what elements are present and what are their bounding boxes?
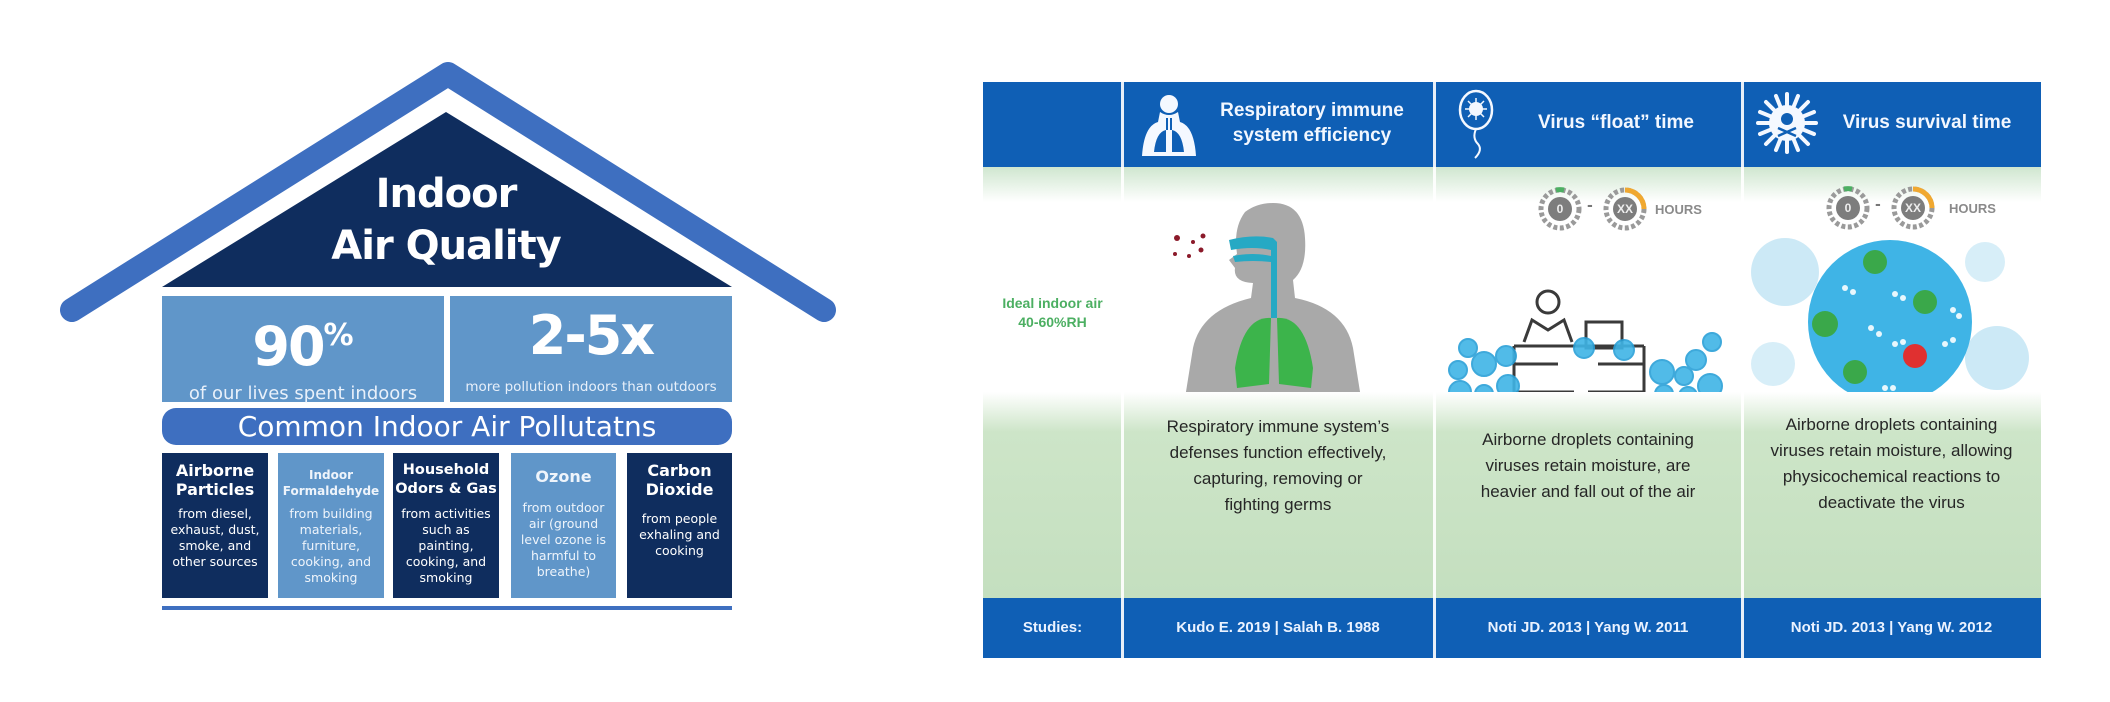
header-cell-survival-time: Virus survival time (1742, 82, 2041, 167)
pollutants-banner: Common Indoor Air Pollutatns (162, 408, 732, 445)
description-float-time: Airborne droplets containing viruses ret… (1480, 430, 1696, 501)
house-base-line (162, 606, 732, 610)
pollutant-title: Carbon Dioxide (645, 461, 714, 499)
lungs-person-icon (1142, 95, 1196, 156)
pollutant-desc: from outdoor air (ground level ozone is … (520, 500, 607, 579)
studies-float-time: Noti JD. 2013 | Yang W. 2011 (1434, 598, 1742, 658)
house-title-line2: Air Quality (331, 223, 561, 269)
description-row (983, 392, 2041, 598)
header-cell-float-time: Virus “float” time (1434, 82, 1742, 167)
studies-label: Studies: (983, 598, 1122, 658)
header-title: Virus survival time (1842, 112, 2012, 133)
timer-end-badge: XX (1603, 187, 1647, 231)
stat-box-time-indoors: 90% of our lives spent indoors (162, 296, 444, 404)
respiratory-illustration (1173, 203, 1361, 398)
description-survival-time: Airborne droplets containing viruses ret… (1770, 415, 2013, 512)
header-title: Virus “float” time (1538, 112, 1694, 133)
virus-skull-icon (1756, 92, 1818, 154)
column-divider (1741, 82, 1744, 658)
ideal-humidity-label: Ideal indoor air 40-60%RH (983, 294, 1122, 332)
pollutant-card-carbon-dioxide: Carbon Dioxide from people exhaling and … (627, 453, 732, 598)
stat-box-pollution-ratio: 2-5x more pollution indoors than outdoor… (450, 296, 732, 402)
stat-caption: more pollution indoors than outdoors (465, 379, 717, 395)
header-title-line1: Respiratory immune (1220, 100, 1404, 121)
header-cell-empty (983, 82, 1122, 167)
pollutant-card-ozone: Ozone from outdoor air (ground level ozo… (511, 453, 616, 598)
virus-balloon-icon (1458, 89, 1494, 159)
pollutant-desc: from diesel, exhaust, dust, smoke, and o… (170, 506, 260, 569)
header-cell-respiratory: Respiratory immune system efficiency (1122, 82, 1434, 167)
stat-value: 2-5x (528, 304, 655, 367)
studies-survival-time: Noti JD. 2013 | Yang W. 2012 (1742, 598, 2041, 658)
pollutant-desc: from activities such as painting, cookin… (401, 506, 491, 585)
stat-value: 90% (252, 315, 354, 378)
house-title-line1: Indoor (375, 171, 518, 217)
timer-start-badge: 0 (1538, 187, 1582, 231)
humidity-benefits-table: Respiratory immune system efficiency Vir… (983, 82, 2041, 658)
pollutant-card-formaldehyde: Indoor Formaldehyde from building materi… (278, 453, 384, 598)
timer-unit: HOURS (1655, 202, 1702, 217)
studies-respiratory: Kudo E. 2019 | Salah B. 1988 (1122, 598, 1434, 658)
gable (162, 112, 732, 287)
pollutant-desc: from people exhaling and cooking (639, 511, 720, 558)
pollutant-title: Household Odors & Gas (395, 462, 497, 497)
column-divider (1121, 82, 1124, 658)
column-divider (1433, 82, 1436, 658)
pollutant-title: Airborne Particles (175, 461, 255, 499)
timer-unit: HOURS (1949, 201, 1996, 216)
timer-start-badge: 0 (1826, 186, 1870, 230)
pollutant-card-household-odors: Household Odors & Gas from activities su… (393, 453, 499, 598)
pollutant-title: Ozone (535, 467, 592, 486)
virus-droplet-illustration (1751, 238, 2029, 402)
office-desk-droplets-illustration (1448, 289, 1723, 402)
house-graphic (60, 62, 836, 322)
ideal-label-line1: Ideal indoor air (1002, 295, 1103, 311)
pollutant-card-airborne-particles: Airborne Particles from diesel, exhaust,… (162, 453, 268, 598)
gradient-band (983, 167, 2041, 202)
header-title-line2: system efficiency (1232, 125, 1392, 146)
roof (60, 62, 836, 322)
ideal-label-line2: 40-60%RH (1018, 314, 1087, 330)
stat-caption: of our lives spent indoors (188, 383, 418, 404)
timer-end-badge: XX (1891, 186, 1935, 230)
description-respiratory: Respiratory immune system’s defenses fun… (1166, 417, 1390, 514)
pollutant-desc: from building materials, furniture, cook… (289, 506, 373, 585)
pollutant-title: Indoor Formaldehyde (282, 468, 380, 498)
